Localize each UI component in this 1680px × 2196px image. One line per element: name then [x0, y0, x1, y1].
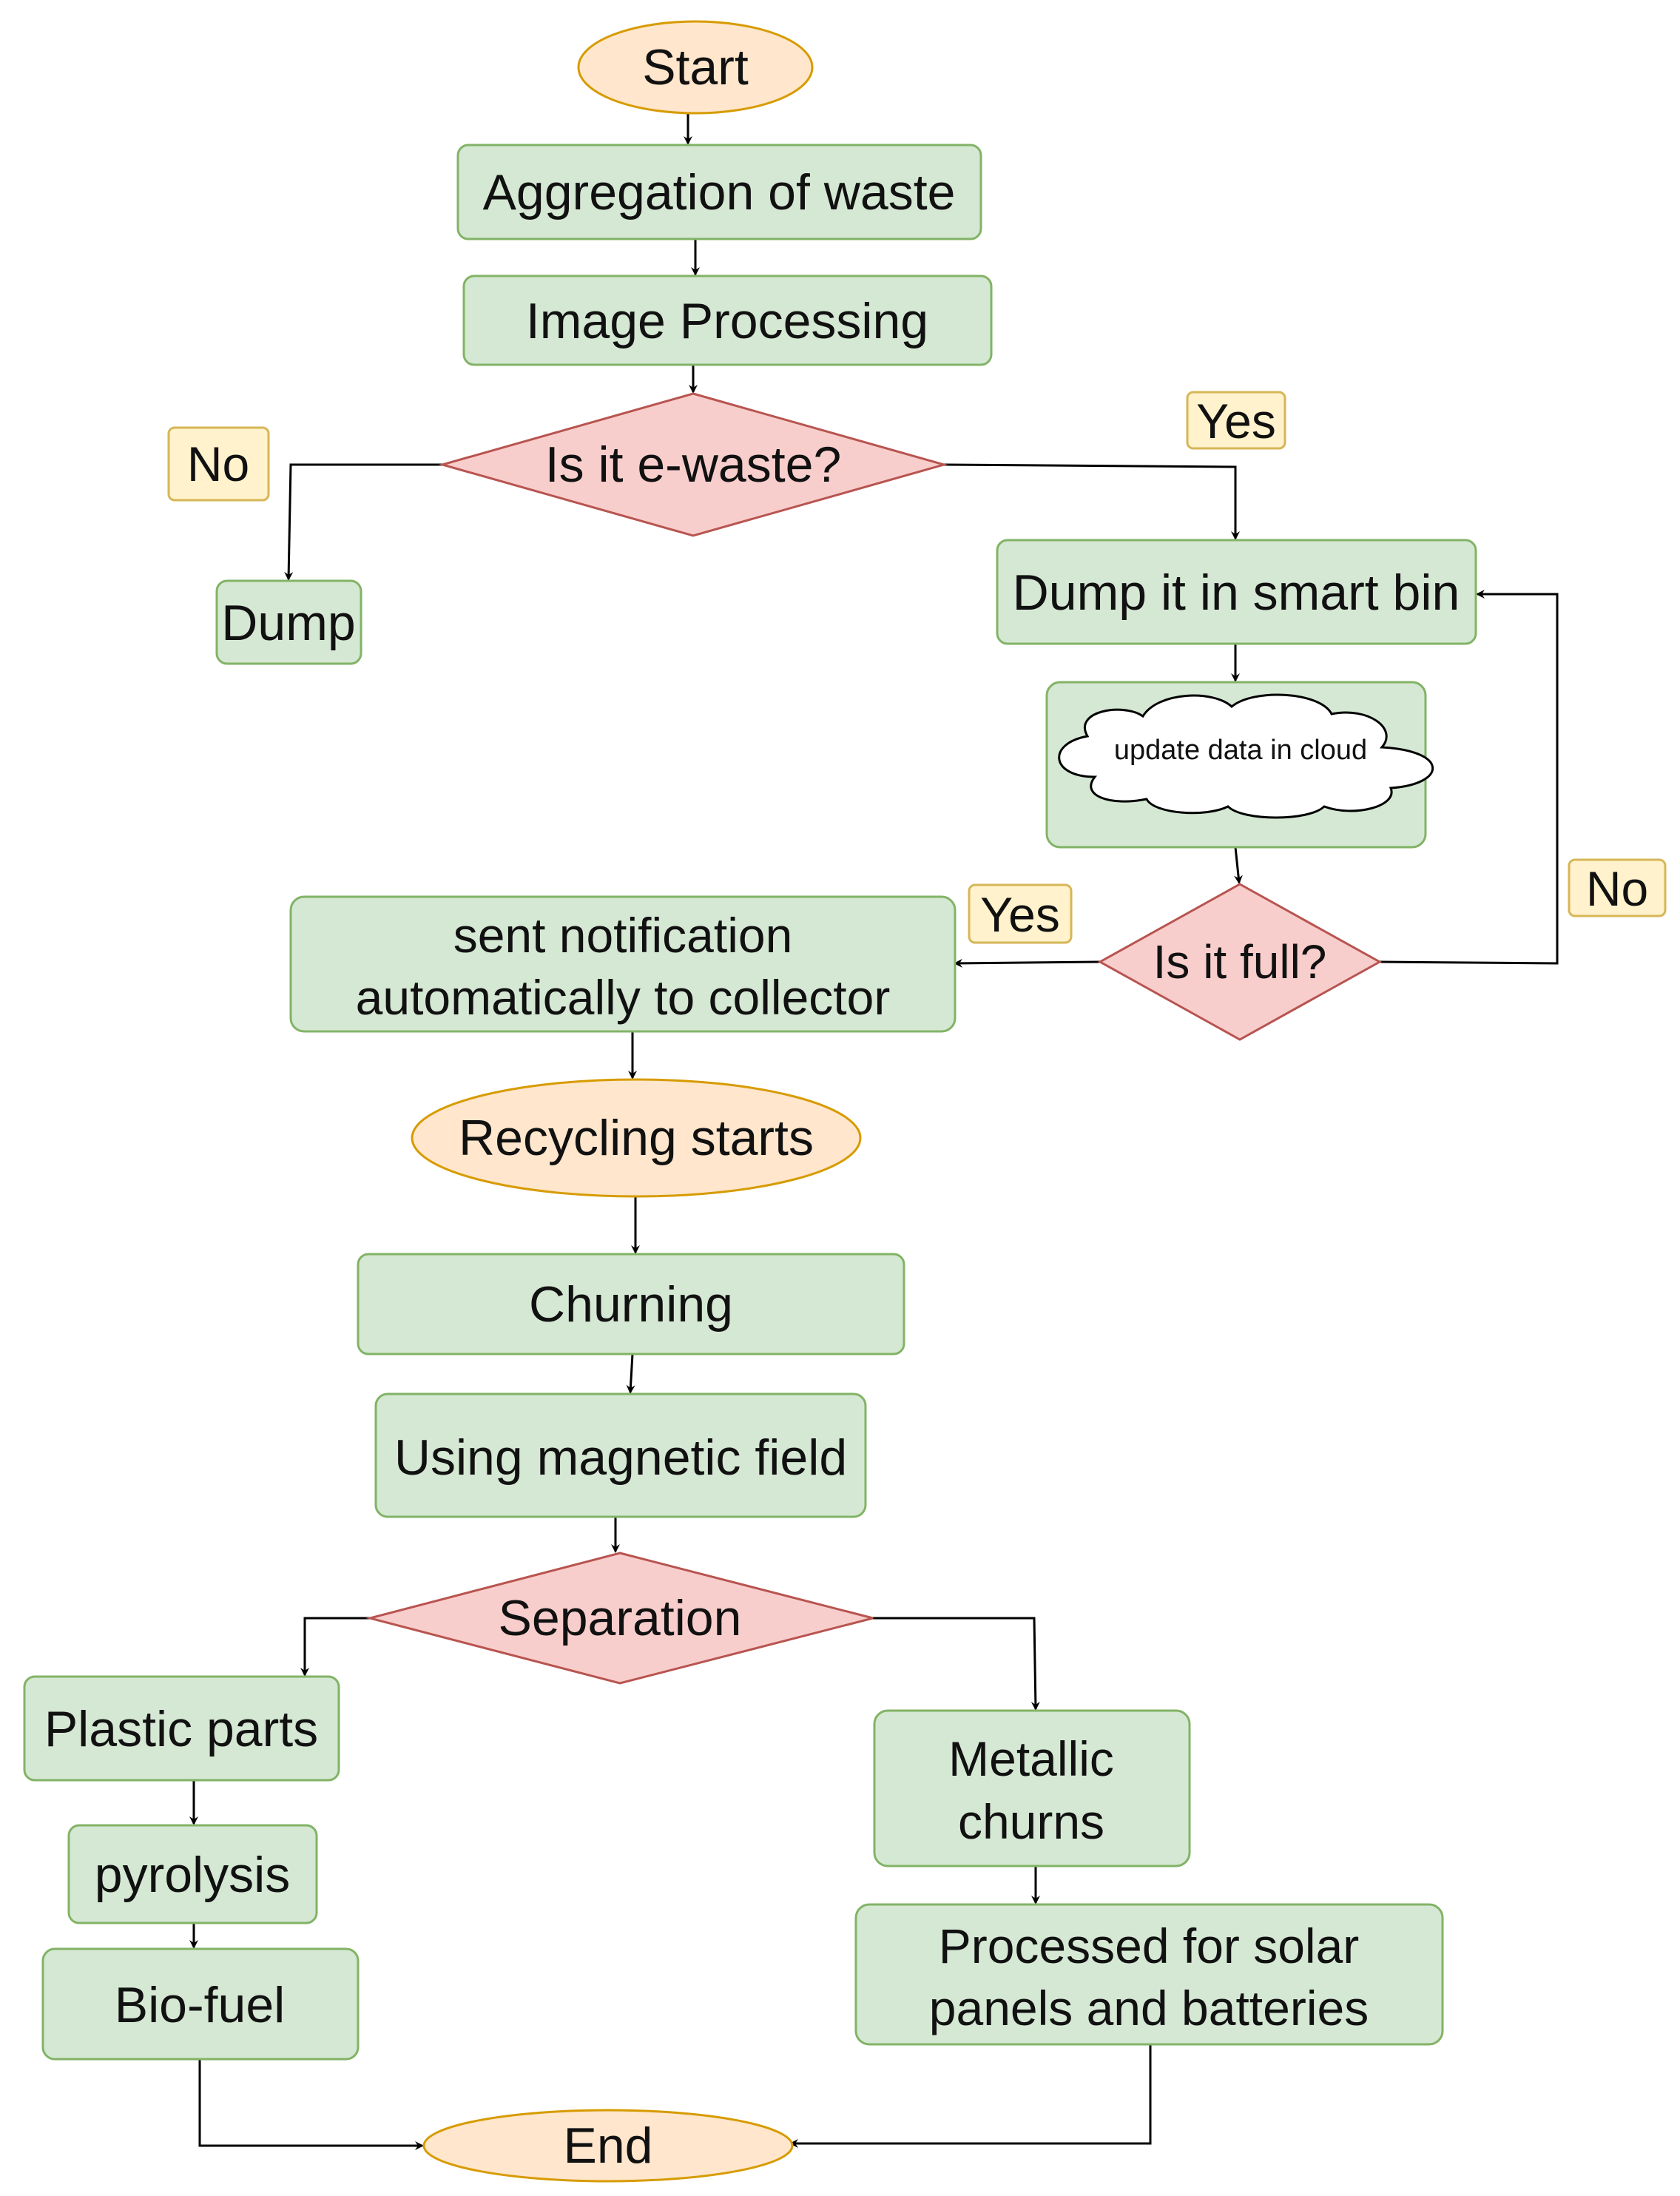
cloud-label: update data in cloud: [1114, 735, 1367, 766]
image-processing-label: Image Processing: [526, 293, 928, 349]
no-label-full-text: No: [1586, 861, 1648, 916]
churning-label: Churning: [529, 1276, 733, 1333]
separation-label: Separation: [499, 1590, 742, 1646]
ewaste-label: Is it e-waste?: [545, 437, 842, 493]
metallic-label-line2: churns: [958, 1794, 1104, 1849]
edge-separation-metallic: [873, 1617, 1040, 1711]
no-label-ewaste: No: [167, 426, 270, 502]
ewaste-decision: Is it e-waste?: [438, 392, 948, 537]
start-label: Start: [642, 39, 749, 95]
smart-bin-process: Dump it in smart bin: [996, 539, 1477, 645]
notification-label-line2: automatically to collector: [356, 970, 891, 1025]
full-label: Is it full?: [1153, 935, 1327, 988]
edge-churning-magnetic: [626, 1353, 635, 1394]
dump-label: Dump: [221, 595, 355, 651]
notification-process: sent notification automatically to colle…: [289, 895, 957, 1033]
yes-label-ewaste: Yes: [1186, 391, 1286, 450]
metallic-process: Metallic churns: [873, 1709, 1191, 1867]
smart-bin-label: Dump it in smart bin: [1013, 565, 1460, 621]
edge-separation-plastic: [300, 1617, 370, 1677]
no-label-ewaste-text: No: [187, 437, 249, 491]
aggregation-label: Aggregation of waste: [483, 164, 956, 220]
biofuel-label: Bio-fuel: [115, 1977, 286, 2033]
plastic-process: Plastic parts: [23, 1675, 340, 1782]
recycling-terminal: Recycling starts: [411, 1078, 862, 1198]
edge-isfull-smartbin: [1379, 590, 1559, 965]
start-terminal: Start: [577, 20, 814, 115]
image-processing-process: Image Processing: [462, 274, 993, 366]
edge-cloudbox-isfull: [1233, 846, 1243, 884]
full-decision: Is it full?: [1097, 883, 1383, 1041]
plastic-label: Plastic parts: [44, 1701, 318, 1757]
metallic-label-line1: Metallic: [948, 1731, 1114, 1786]
recycling-label: Recycling starts: [459, 1110, 814, 1166]
edge-decision-dump: [284, 463, 442, 581]
pyrolysis-label: pyrolysis: [95, 1847, 291, 1903]
pyrolysis-process: pyrolysis: [67, 1824, 318, 1924]
solar-process: Processed for solar panels and batteries: [854, 1903, 1444, 2046]
notification-label-line1: sent notification: [453, 908, 793, 963]
aggregation-process: Aggregation of waste: [456, 144, 982, 240]
edge-biofuel-end: [198, 2059, 424, 2150]
end-terminal: End: [422, 2109, 794, 2183]
yes-label-full-text: Yes: [980, 887, 1060, 942]
yes-label-full: Yes: [968, 883, 1073, 944]
cloud-shape: update data in cloud: [1058, 693, 1434, 819]
solar-label-line1: Processed for solar: [939, 1919, 1360, 1973]
no-label-full: No: [1568, 858, 1667, 917]
edge-isfull-notify: [954, 958, 1101, 968]
churning-process: Churning: [357, 1253, 905, 1355]
solar-label-line2: panels and batteries: [929, 1981, 1369, 2035]
magnetic-label: Using magnetic field: [394, 1429, 847, 1486]
edge-solar-end: [789, 2044, 1152, 2148]
edge-decision-smartbin: [943, 463, 1240, 540]
separation-decision: Separation: [365, 1552, 874, 1685]
edges: [189, 114, 1559, 2150]
biofuel-process: Bio-fuel: [41, 1947, 360, 2061]
end-label: End: [564, 2118, 653, 2174]
magnetic-process: Using magnetic field: [374, 1392, 867, 1518]
dump-process: Dump: [215, 579, 362, 665]
yes-label-ewaste-text: Yes: [1196, 394, 1276, 448]
